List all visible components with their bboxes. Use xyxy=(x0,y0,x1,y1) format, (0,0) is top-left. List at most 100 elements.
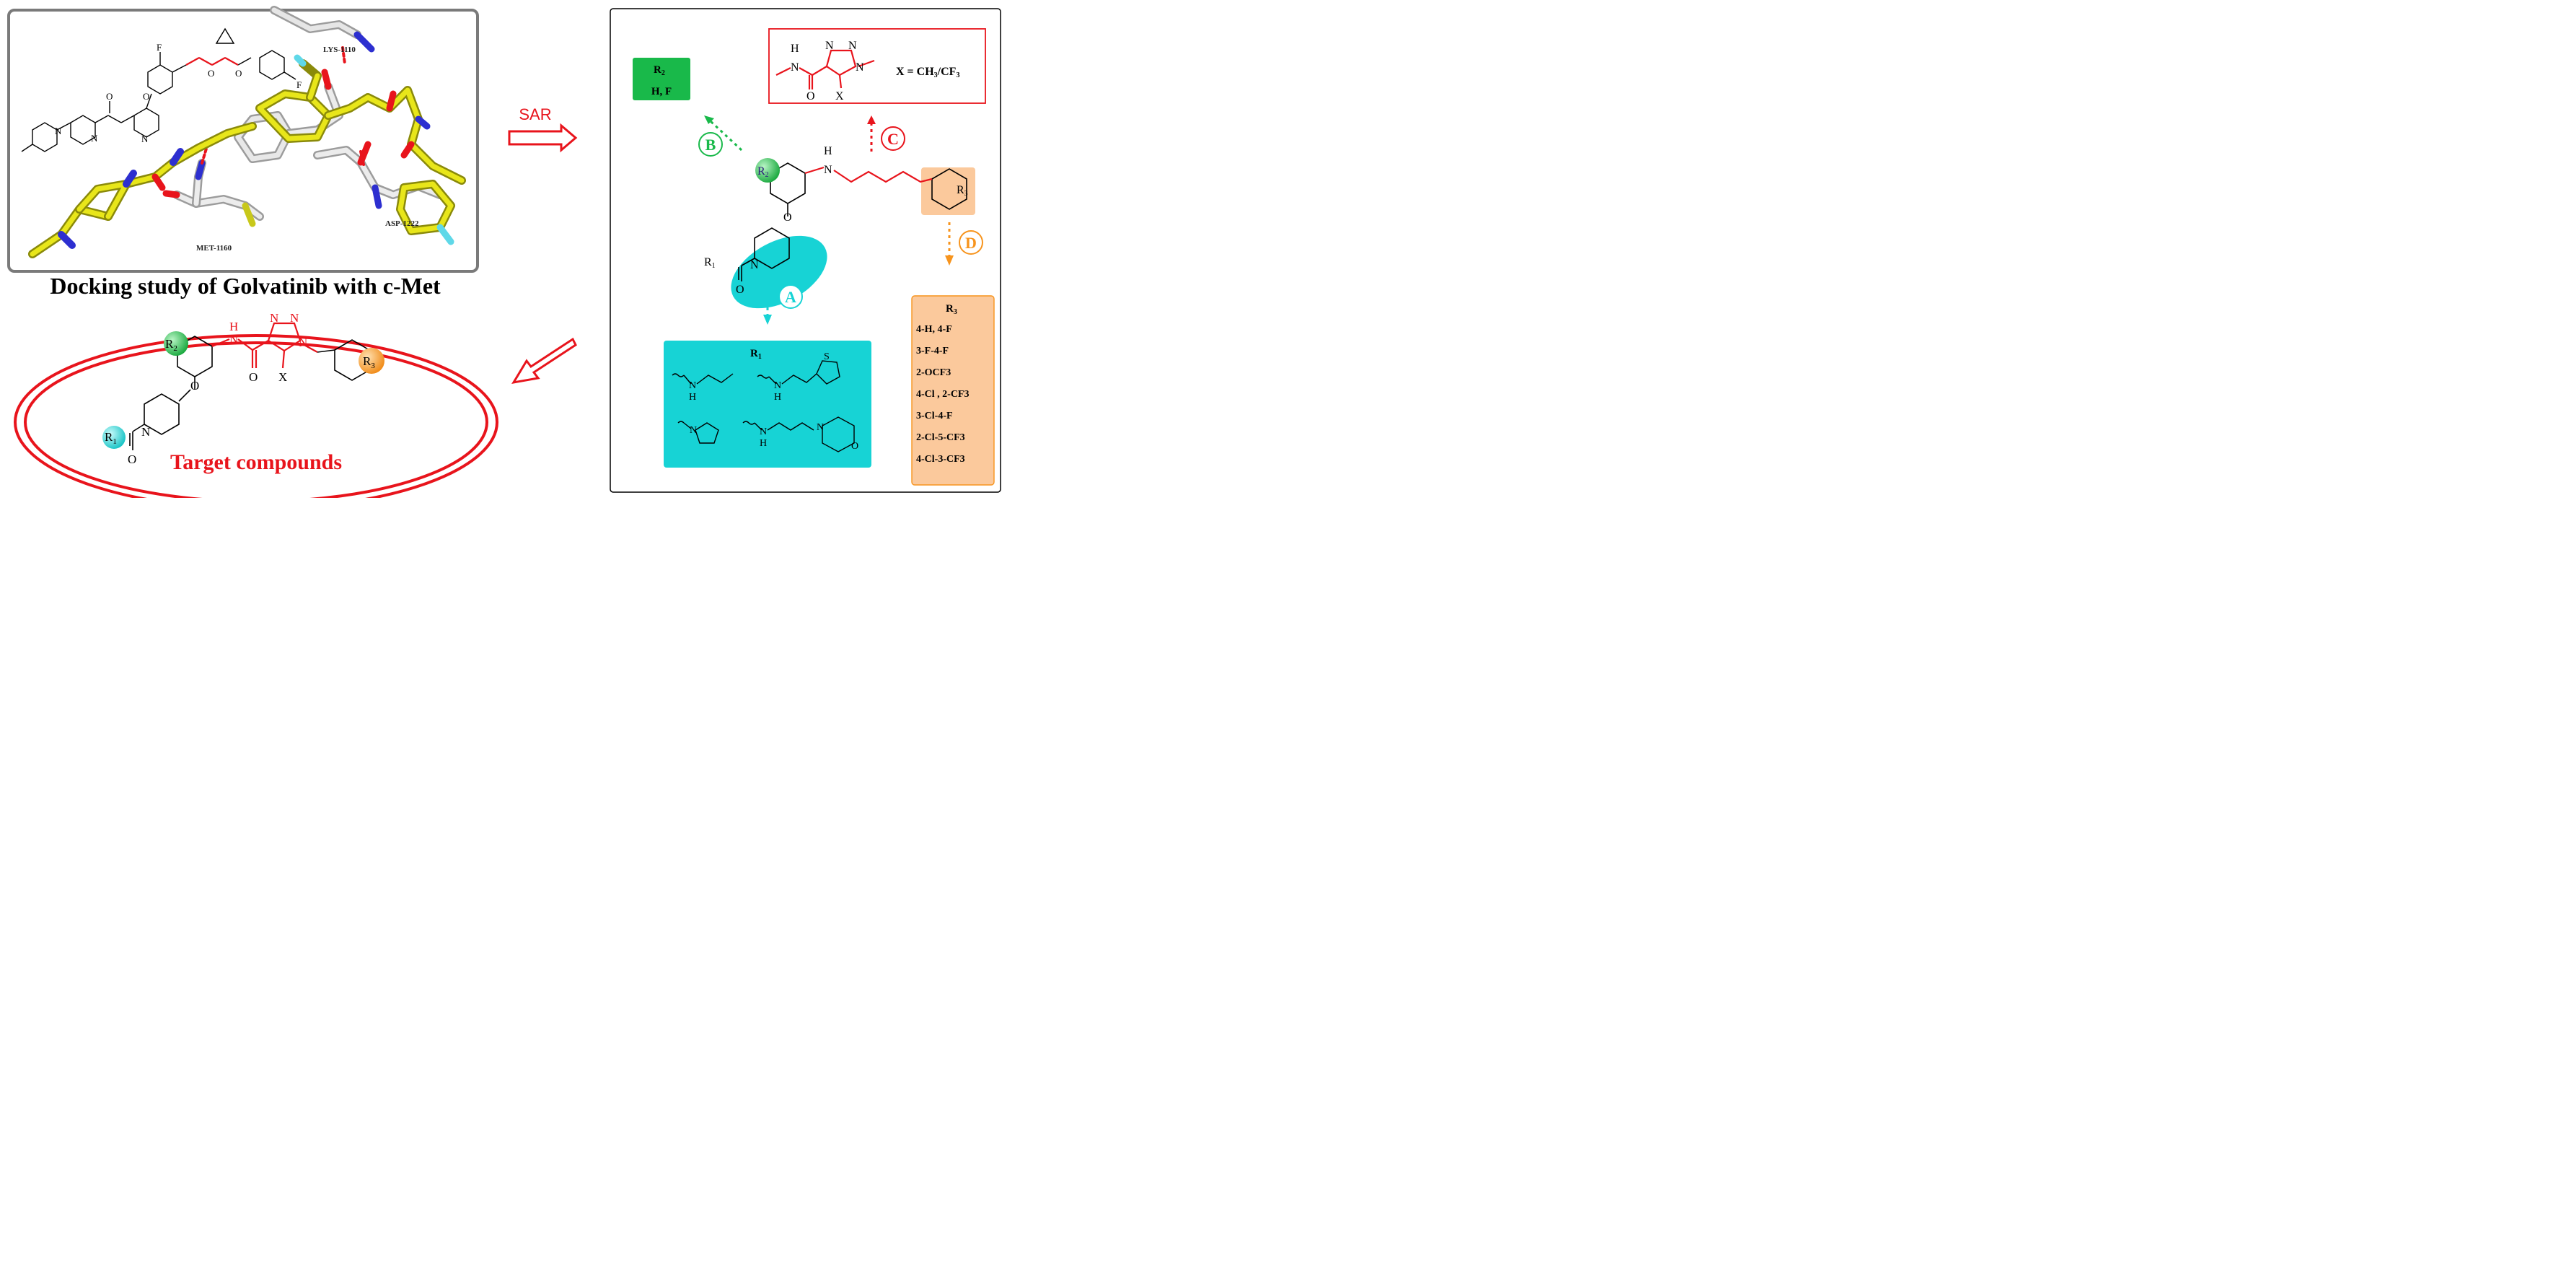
r1-thiophene-s: S xyxy=(824,351,830,362)
scaffold-h: H xyxy=(824,145,832,157)
scaffold-atoms: R2 H N O N O R1 R3 xyxy=(704,145,968,296)
target-r3: R3 xyxy=(363,354,375,370)
r1-morpholino-amine-n: N xyxy=(760,426,767,437)
c-box-x: X xyxy=(835,90,844,102)
scaffold-structure xyxy=(738,162,967,281)
scaffold-o: O xyxy=(783,211,792,224)
r3-box-items: 4-H, 4-F 3-F-4-F 2-OCF3 4-Cl , 2-CF3 3-C… xyxy=(916,324,970,465)
residue-met: MET-1160 xyxy=(196,244,232,253)
r1-morpholino-amine-h: H xyxy=(760,438,767,449)
r1-pyrrolidine-n: N xyxy=(690,425,697,436)
docking-caption: Docking study of Golvatinib with c-Met xyxy=(50,273,441,299)
arrowhead-b xyxy=(704,115,714,124)
golvatinib-atom-labels: F O O N N N O O F xyxy=(55,42,302,144)
ligand-sticks xyxy=(28,54,466,258)
figure: F O O N N N O O F LYS-1110 ASP-1222 MET-… xyxy=(7,6,1001,510)
target-amide-o: O xyxy=(249,370,258,384)
c-box-h: H xyxy=(791,43,799,55)
r3-item: 4-Cl , 2-CF3 xyxy=(916,389,970,400)
residue-lys: LYS-1110 xyxy=(323,45,356,54)
arrow-b xyxy=(709,120,743,152)
r3-item: 4-Cl-3-CF3 xyxy=(916,454,965,465)
arrowhead-d xyxy=(945,255,954,266)
scaffold-linker xyxy=(804,166,933,183)
c-box-n-amide: N xyxy=(791,61,799,74)
arrowhead-c xyxy=(867,115,876,124)
target-atom-labels: R2 R1 R3 O N O X O xyxy=(105,337,375,466)
piperidine-n: N xyxy=(91,133,98,144)
r3-box-title: R3 xyxy=(946,303,957,316)
site-d-label: D xyxy=(965,234,977,252)
amide-oxygen: O xyxy=(106,91,113,102)
amide-oxygen-3: O xyxy=(235,68,242,79)
golvatinib-amide-core xyxy=(185,57,239,66)
r1-propyl-n: N xyxy=(689,380,696,391)
c-box-n3: N xyxy=(856,61,864,74)
target-aryl-bond xyxy=(317,349,335,353)
site-d-marker xyxy=(959,230,983,255)
c-box-structure xyxy=(775,49,875,89)
site-c-marker xyxy=(881,126,905,151)
r3-item: 2-OCF3 xyxy=(916,367,951,378)
target-r1: R1 xyxy=(105,430,117,446)
site-a-label: A xyxy=(785,288,796,306)
r1-box-atoms: N H N H S N N H N O xyxy=(689,351,858,452)
r3-highlight xyxy=(921,167,975,215)
site-b-marker xyxy=(698,132,723,157)
r1-thienyl-n: N xyxy=(774,380,781,391)
target-triazole-n3: N xyxy=(299,336,307,349)
target-triazole-n1: N xyxy=(270,311,278,325)
target-linker xyxy=(211,322,318,369)
sar-label: SAR xyxy=(519,105,551,123)
residue-asp: ASP-1222 xyxy=(385,219,419,228)
target-amide-h: H xyxy=(229,320,238,333)
oxygen-atom: O xyxy=(143,91,149,102)
target-pyridine-n: N xyxy=(141,425,150,439)
r2-box-title: R2 xyxy=(654,64,665,77)
r3-item: 3-Cl-4-F xyxy=(916,411,953,421)
c-box-x-definition: X = CH3/CF3 xyxy=(896,66,959,79)
r1-box-title: R1 xyxy=(750,348,762,361)
site-c-label: C xyxy=(887,130,899,148)
site-b-label: B xyxy=(705,136,716,154)
r3-item: 2-Cl-5-CF3 xyxy=(916,432,965,443)
target-compound-panel: R2 R1 R3 O N O X O H N N N N Target comp… xyxy=(14,311,498,510)
arrowhead-a xyxy=(763,315,772,325)
return-arrow xyxy=(511,337,577,385)
r1-thienyl-h: H xyxy=(774,392,781,403)
r1-sphere xyxy=(102,426,126,449)
sar-panel: R2 H, F H N O N N N X X = CH3/CF3 xyxy=(610,8,1001,493)
r3-item: 4-H, 4-F xyxy=(916,324,952,335)
r1-propyl-h: H xyxy=(689,392,696,403)
sar-arrow-group: SAR xyxy=(508,105,578,153)
r1-box xyxy=(664,341,871,468)
residue-labels: LYS-1110 ASP-1222 MET-1160 xyxy=(196,45,419,253)
r2-box-values: H, F xyxy=(651,86,672,97)
pyridine-n: N xyxy=(141,134,149,144)
scaffold-pyridine-n: N xyxy=(750,259,759,271)
scaffold-r3: R3 xyxy=(957,184,968,198)
r1-box-structures xyxy=(672,360,855,452)
target-label: Target compounds xyxy=(170,450,342,474)
docking-panel: F O O N N N O O F LYS-1110 ASP-1222 MET-… xyxy=(7,6,479,299)
piperazine-n: N xyxy=(55,126,62,136)
fluoro-atom: F xyxy=(157,42,162,53)
r2-sphere xyxy=(164,331,188,356)
scaffold-carbonyl-o: O xyxy=(736,284,744,296)
target-amide-n: N xyxy=(229,333,238,346)
target-structure xyxy=(129,336,370,450)
site-a-marker xyxy=(778,284,803,309)
r3-box xyxy=(911,295,995,486)
r2-box xyxy=(633,58,690,100)
r1-morpholine-o: O xyxy=(851,441,858,452)
sar-dotted-arrows xyxy=(709,120,951,315)
r3-sphere xyxy=(359,348,384,374)
c-box-o: O xyxy=(806,90,815,102)
sar-arrow xyxy=(508,123,578,153)
target-carbonyl-o: O xyxy=(128,452,136,466)
c-box-n1: N xyxy=(825,40,834,52)
target-x: X xyxy=(278,370,287,384)
amide-oxygen-2: O xyxy=(208,68,214,79)
target-r2: R2 xyxy=(165,337,177,353)
target-ether-o: O xyxy=(190,379,199,393)
